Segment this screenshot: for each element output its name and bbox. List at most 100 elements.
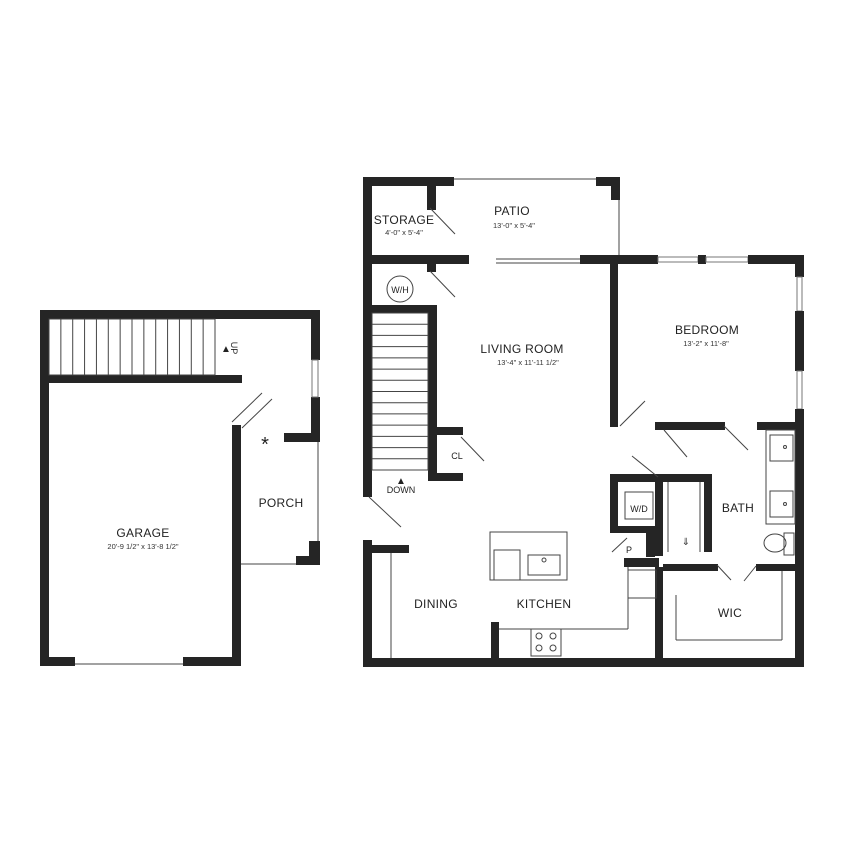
- bedroom-left-wall: [610, 255, 618, 427]
- garage-dims: 20'-9 1/2" x 13'-8 1/2": [107, 542, 178, 551]
- bedroom-window-top-1: [657, 256, 699, 263]
- kitchen-island: [489, 531, 568, 581]
- patio-corner-wall: [596, 177, 620, 186]
- garage-name: GARAGE: [116, 526, 169, 540]
- bedroom-top-wall-right: [748, 255, 804, 264]
- garage-building: ▲ UP * GARAGE 20'-9 1/2" x 13'-8 1/2" PO…: [40, 310, 320, 666]
- sink-basin-bottom: [769, 490, 794, 518]
- bedroom-closet-door-2: [723, 425, 749, 451]
- bath-vanity: [765, 429, 796, 525]
- pantry-label: P: [626, 545, 632, 555]
- pantry-door-leaf: [611, 537, 628, 553]
- porch-corner-foot: [296, 556, 320, 565]
- storage-right-wall: [427, 177, 436, 210]
- laundry-top-wall: [610, 474, 662, 482]
- wic-left-wall: [655, 567, 663, 667]
- burner-1: [535, 632, 543, 640]
- garage-door-leaf-1: [231, 392, 263, 423]
- patio-corner-post: [611, 177, 620, 200]
- garage-stair-wall: [40, 375, 242, 383]
- entry-door-leaf: [368, 496, 402, 528]
- island-faucet: [541, 557, 547, 563]
- wh-door-leaf: [429, 270, 456, 298]
- garage-window-right: [311, 359, 319, 398]
- bedroom-top-wall-left: [580, 255, 658, 264]
- storage-name: STORAGE: [374, 213, 435, 227]
- pantry-right-wall: [646, 533, 655, 557]
- bedroom-window-top-2: [705, 256, 749, 263]
- light-fixture-icon: *: [261, 434, 269, 456]
- garage-stairs: [48, 318, 216, 376]
- dining-wall-stub: [372, 545, 409, 553]
- bedroom-door-leaf: [619, 400, 646, 427]
- closet-door-leaf: [460, 436, 485, 462]
- storage-bottom-wall: [363, 255, 469, 264]
- range-stove: [530, 628, 562, 657]
- stair-wall-right: [428, 305, 437, 427]
- living-room-dims: 13'-4" x 11'-11 1/2": [497, 358, 559, 367]
- porch-corner: [309, 541, 320, 565]
- patio-name: PATIO: [494, 204, 530, 218]
- porch-wall-stub: [284, 433, 320, 442]
- shower-icon: ⇓: [682, 537, 690, 548]
- bedroom-window-right-1: [796, 276, 803, 312]
- wic-door-leaf-1: [716, 564, 732, 581]
- closet-bottom-wall: [428, 473, 463, 481]
- main-unit: ⇓ ▲ STORAGE 4'-0" x 5'-4" PATIO 13'-0" x…: [363, 177, 804, 667]
- laundry-right-wall: [655, 474, 663, 556]
- closet-left-wall: [428, 427, 437, 481]
- bath-hall-wall: [704, 474, 712, 552]
- bedroom-top-wall-mid: [698, 255, 706, 264]
- sink-drain-bottom: [783, 502, 787, 506]
- toilet-bowl: [763, 533, 787, 553]
- washer-dryer-unit: [624, 491, 654, 520]
- living-room-name: LIVING ROOM: [480, 342, 563, 356]
- wic-top-wall-right: [756, 564, 804, 571]
- garage-door-leaf-2: [241, 398, 273, 429]
- bedroom-closet-door-1: [663, 429, 688, 458]
- wh-closet-wall: [427, 255, 436, 272]
- storage-top-wall: [363, 177, 454, 186]
- closet-top-wall: [428, 427, 463, 435]
- garage-wall-left: [40, 310, 49, 666]
- unit-wall-right-lower: [795, 409, 804, 667]
- dining-name: DINING: [414, 597, 458, 611]
- wic-top-wall: [663, 564, 718, 571]
- bath-hall-wall-top: [663, 474, 711, 482]
- unit-wall-right-mid: [795, 311, 804, 371]
- burner-3: [535, 644, 543, 652]
- hall-door-leaf: [631, 455, 659, 478]
- garage-wall-bottom-right: [183, 657, 241, 666]
- burner-2: [549, 632, 557, 640]
- wic-door-leaf-2: [743, 565, 757, 582]
- interior-stairs: [371, 312, 429, 471]
- garage-wall-bottom-left: [40, 657, 75, 666]
- down-arrow-icon: ▲: [396, 476, 406, 487]
- bedroom-bottom-wall: [655, 422, 725, 430]
- wic-name: WIC: [718, 606, 742, 620]
- pantry-bottom-wall: [624, 558, 659, 567]
- laundry-bottom-wall: [610, 526, 662, 533]
- unit-wall-bottom: [363, 658, 804, 667]
- garage-wall-right-upper: [311, 310, 320, 360]
- bath-name: BATH: [722, 501, 754, 515]
- toilet-tank: [783, 532, 795, 556]
- up-arrow-icon: ▲: [221, 344, 231, 355]
- garage-wall-top: [40, 310, 320, 319]
- down-label: DOWN: [387, 485, 416, 495]
- bath-top-wall: [757, 422, 804, 430]
- water-heater-label: W/H: [391, 285, 409, 295]
- water-heater-circle: [386, 275, 414, 303]
- washer-dryer-label: W/D: [630, 504, 648, 514]
- bedroom-name: BEDROOM: [675, 323, 739, 337]
- unit-wall-right-top: [795, 255, 804, 277]
- kitchen-wall-stub: [491, 622, 499, 658]
- garage-partition: [232, 425, 241, 666]
- bedroom-window-right-2: [796, 370, 803, 410]
- up-label: UP: [229, 342, 239, 355]
- porch-name: PORCH: [259, 496, 304, 510]
- kitchen-name: KITCHEN: [517, 597, 572, 611]
- island-dishwasher: [493, 549, 521, 581]
- island-sink: [527, 554, 561, 576]
